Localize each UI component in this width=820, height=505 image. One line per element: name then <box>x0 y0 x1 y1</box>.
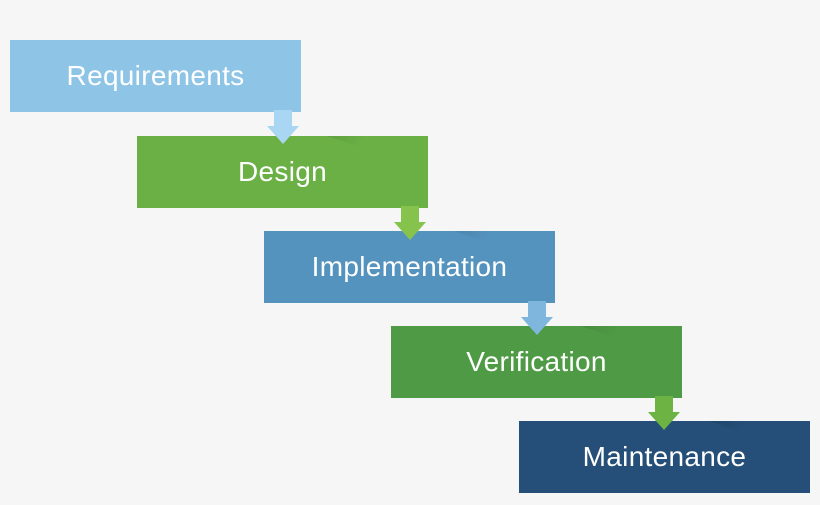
arrow-shape <box>521 301 553 335</box>
arrow-down-icon <box>394 206 426 240</box>
stage-label: Maintenance <box>582 441 747 472</box>
arrow-down-icon <box>648 396 680 430</box>
stage-implementation: Implementation <box>264 231 555 303</box>
stage-design: Design <box>137 136 428 208</box>
stage-requirements: Requirements <box>10 40 301 112</box>
stage-label: Requirements <box>66 60 245 91</box>
stage-verification: Verification <box>391 326 682 398</box>
stage-label: Verification <box>466 346 607 377</box>
arrow-shape <box>267 110 299 144</box>
arrow-shape <box>648 396 680 430</box>
stage-maintenance: Maintenance <box>519 421 810 493</box>
stage-label: Implementation <box>311 251 508 282</box>
arrow-shape <box>394 206 426 240</box>
arrow-down-icon <box>267 110 299 144</box>
stage-label: Design <box>238 156 327 187</box>
arrow-down-icon <box>521 301 553 335</box>
